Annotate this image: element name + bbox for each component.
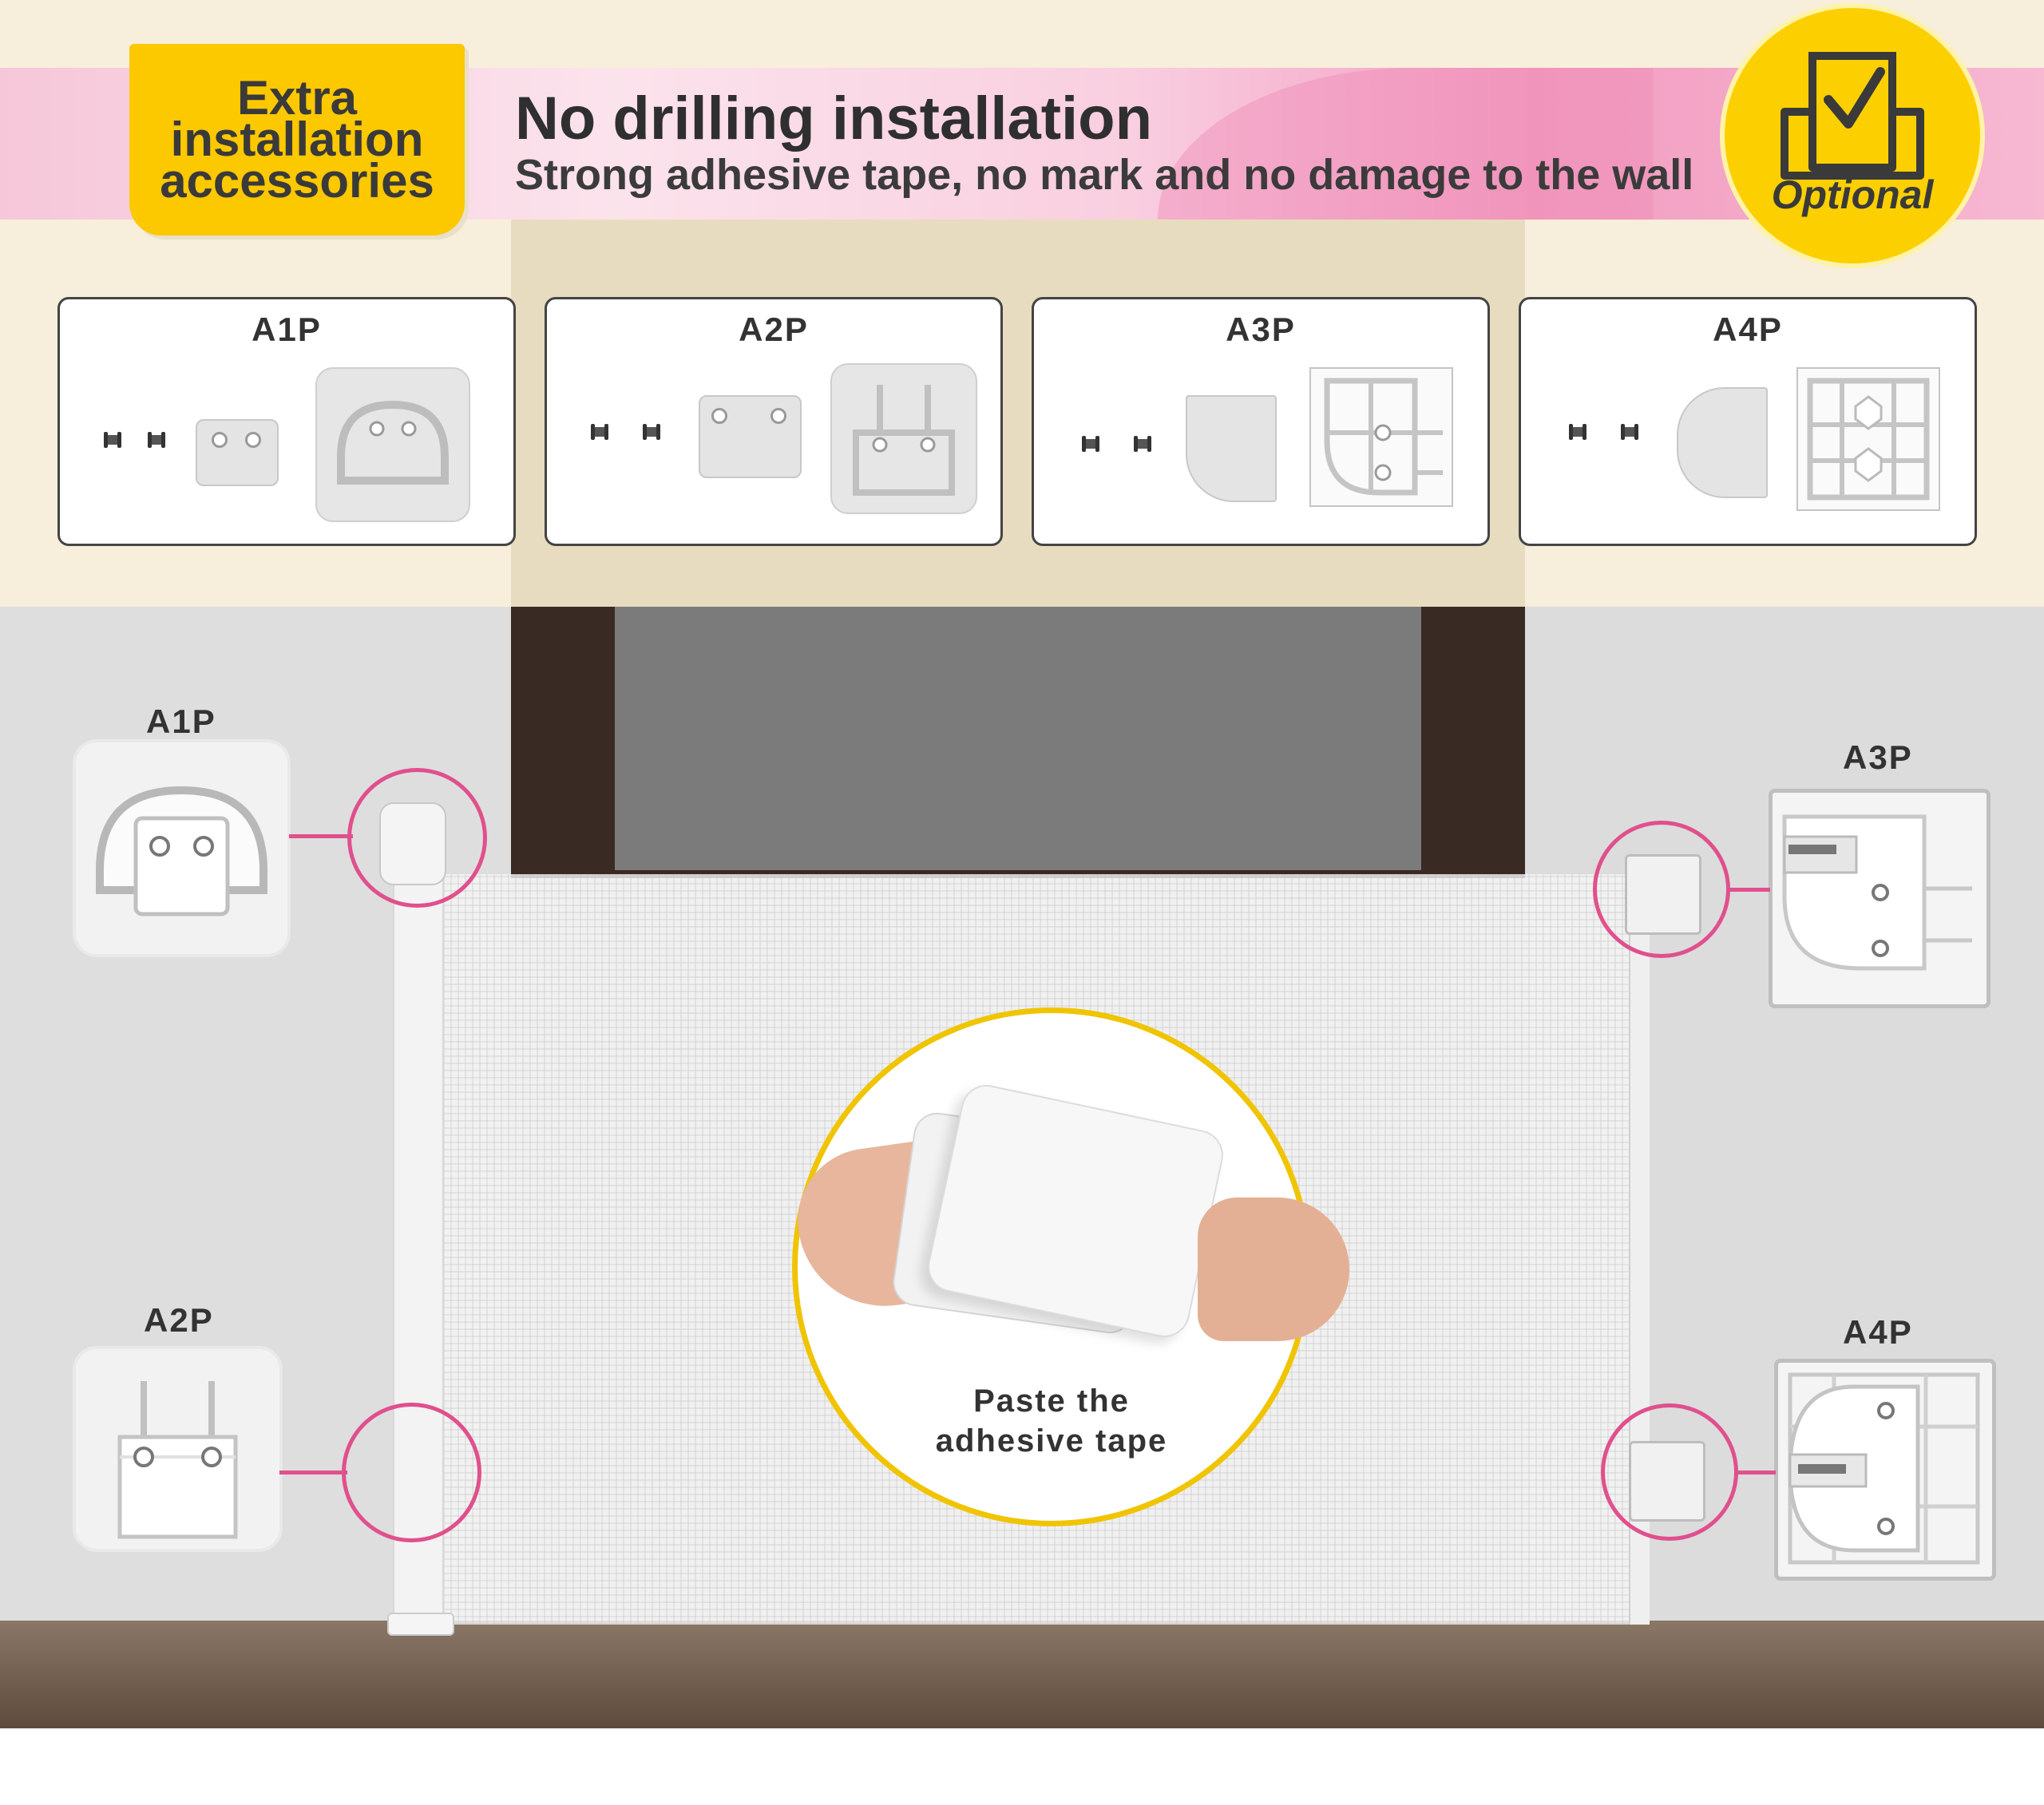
gate-base [387, 1613, 454, 1636]
card-title: A2P [739, 311, 809, 348]
a1p-plate-outline-icon [337, 400, 449, 485]
screw-icon [591, 424, 608, 440]
callout-panel-a3p [1769, 789, 1991, 1008]
connector-line [1734, 1471, 1776, 1474]
connector-line [1726, 888, 1770, 892]
callout-label-a3p: A3P [1843, 738, 1913, 776]
zoom-ring-a2p [342, 1403, 481, 1542]
checkbox-tray-icon [1781, 52, 1924, 180]
connector-line [279, 1471, 347, 1474]
card-a1p: A1P [57, 297, 516, 546]
a2p-bracket-icon [117, 1381, 238, 1539]
a2p-hook-part [699, 395, 802, 478]
floor [0, 1621, 2044, 1728]
a3p-hook-part [1186, 395, 1277, 502]
screw-icon [1134, 436, 1151, 452]
headline: No drilling installation [515, 85, 1152, 152]
a2p-adhesive-plate [830, 363, 977, 514]
screw-icon [643, 424, 660, 440]
a3p-bracket-icon [1782, 814, 1972, 971]
card-a3p: A3P [1032, 297, 1490, 546]
card-title: A3P [1226, 311, 1296, 348]
accessories-badge: Extra installation accessories [129, 44, 465, 236]
a1p-adhesive-plate [315, 367, 470, 522]
callout-panel-a2p [76, 1349, 279, 1549]
door-opening [615, 607, 1421, 870]
zoom-ring-a1p [347, 768, 487, 908]
screw-icon [104, 432, 121, 448]
a3p-plate-outline-icon [1324, 378, 1443, 496]
right-hand-illustration [1198, 1197, 1349, 1341]
a2p-plate-outline-icon [853, 385, 955, 496]
screw-icon [148, 432, 165, 448]
a1p-bracket-icon [96, 786, 267, 916]
a4p-hook-part [1677, 387, 1768, 498]
card-title: A4P [1713, 311, 1783, 348]
zoom-ring-a3p [1593, 821, 1730, 958]
a4p-plate-outline-icon [1807, 378, 1930, 501]
callout-panel-a4p [1774, 1359, 1996, 1581]
a4p-bracket-icon [1788, 1372, 1980, 1565]
screw-icon [1621, 424, 1638, 440]
callout-label-a4p: A4P [1843, 1313, 1913, 1351]
bottom-margin [0, 1728, 2044, 1805]
zoom-ring-a4p [1601, 1403, 1738, 1541]
callout-label-a1p: A1P [146, 703, 216, 740]
accessories-badge-text: Extra installation accessories [160, 71, 434, 208]
card-a4p: A4P [1519, 297, 1977, 546]
screw-icon [1569, 424, 1586, 440]
card-a2p: A2P [545, 297, 1003, 546]
adhesive-caption: Paste the adhesive tape [935, 1383, 1168, 1459]
connector-line [289, 834, 353, 838]
screw-icon [1082, 436, 1099, 452]
optional-label: Optional [1771, 172, 1934, 217]
card-title: A1P [252, 311, 322, 348]
optional-badge [1725, 8, 1980, 263]
a1p-hook-part [196, 419, 279, 486]
callout-label-a2p: A2P [144, 1301, 214, 1339]
callout-panel-a1p [76, 742, 287, 954]
a3p-adhesive-plate [1309, 367, 1453, 507]
subheadline: Strong adhesive tape, no mark and no dam… [515, 151, 1694, 199]
a4p-adhesive-plate [1796, 367, 1940, 511]
